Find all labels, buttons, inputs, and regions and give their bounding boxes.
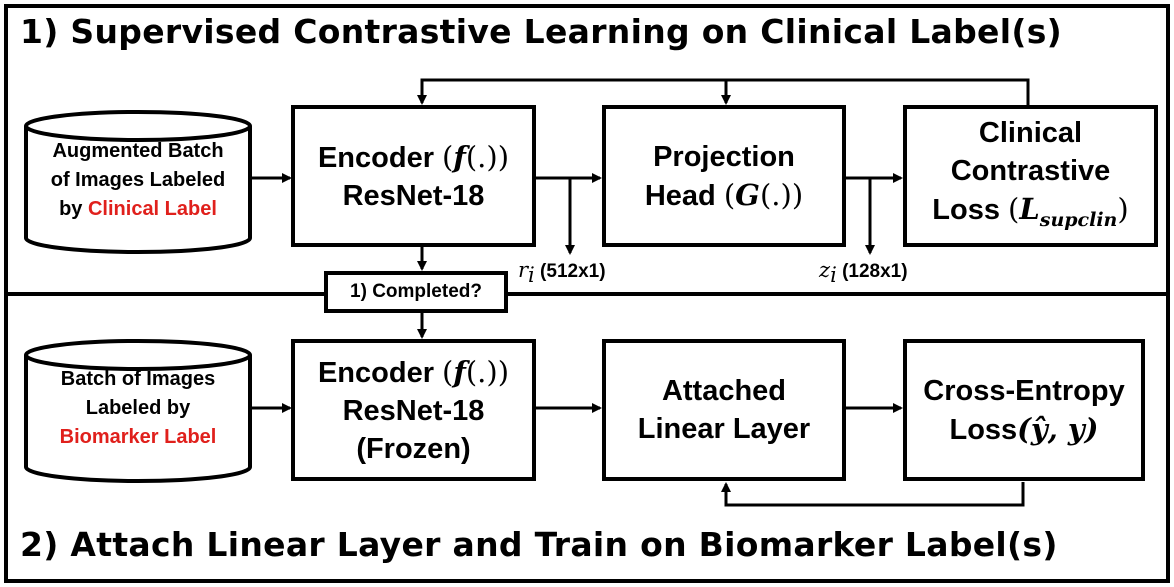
encoder2-func: f <box>453 354 466 389</box>
dataset-cylinder-biomarker <box>24 339 252 483</box>
r-dim: (512x1) <box>534 261 606 282</box>
encoder2-frozen: (Frozen) <box>356 432 471 465</box>
r-symbol: r <box>518 258 529 282</box>
encoder2-arch: ResNet-18 <box>342 394 485 427</box>
encoder-arg: (.) <box>465 139 498 174</box>
loss2-prefix: Loss <box>949 413 1018 446</box>
dataset-biomarker-label: Batch of Images Labeled by Biomarker Lab… <box>26 365 250 452</box>
dataset-biomarker-line2: Labeled by <box>85 397 191 419</box>
loss2-line1: Cross-Entropy <box>923 374 1125 407</box>
projection-prefix: Head <box>644 179 724 212</box>
linear-layer-box: Attached Linear Layer <box>602 339 846 481</box>
dataset-biomarker-line1: Batch of Images <box>60 368 216 390</box>
projection-line1: Projection <box>653 140 795 173</box>
completed-gate: 1) Completed? <box>324 271 508 313</box>
encoder-box: Encoder (f(.)) ResNet-18 <box>291 105 536 247</box>
linear-line2: Linear Layer <box>637 413 811 445</box>
loss1-line1: Clinical <box>978 116 1083 149</box>
loss2-args: (ŷ, y) <box>1017 411 1099 446</box>
clinical-loss-box: Clinical Contrastive Loss (Lsupclin) <box>903 105 1158 247</box>
dataset-clinical-line1: Augmented Batch <box>52 140 224 162</box>
frozen-encoder-box: Encoder (f(.)) ResNet-18 (Frozen) <box>291 339 536 481</box>
encoder-prefix: Encoder <box>317 141 443 174</box>
dataset-clinical-prefix: by <box>59 198 88 220</box>
z-embedding-label: zi (128x1) <box>819 258 908 287</box>
section1-title: 1) Supervised Contrastive Learning on Cl… <box>20 12 1063 51</box>
feedback2-line <box>721 482 1025 507</box>
dataset-clinical-line2: of Images Labeled <box>50 169 226 191</box>
section2-title: 2) Attach Linear Layer and Train on Biom… <box>20 525 1058 564</box>
loss1-symbol: L <box>1019 191 1040 226</box>
r-embedding-label: ri (512x1) <box>518 258 606 287</box>
r-subscript: i <box>528 262 535 287</box>
projection-head-box: Projection Head (G(.)) <box>602 105 846 247</box>
dataset-clinical-label: Augmented Batch of Images Labeled by Cli… <box>26 137 250 224</box>
z-dim: (128x1) <box>836 261 908 282</box>
encoder-func: f <box>453 139 466 174</box>
projection-arg: (.) <box>759 177 792 212</box>
loss1-subscript: supclin <box>1039 208 1118 231</box>
z-subscript: i <box>830 262 837 287</box>
loss1-prefix: Loss <box>932 193 1009 226</box>
cross-entropy-loss-box: Cross-Entropy Loss(ŷ, y) <box>903 339 1145 481</box>
projection-func: G <box>735 177 760 212</box>
z-symbol: z <box>819 258 831 282</box>
linear-line1: Attached <box>661 375 787 407</box>
loss1-line2: Contrastive <box>950 154 1111 187</box>
encoder2-arg: (.) <box>465 354 498 389</box>
encoder-arch: ResNet-18 <box>342 179 485 212</box>
dataset-cylinder-clinical <box>24 110 252 254</box>
biomarker-label-text: Biomarker Label <box>59 426 217 448</box>
clinical-label-text: Clinical Label <box>87 198 217 220</box>
encoder2-prefix: Encoder <box>317 356 443 389</box>
